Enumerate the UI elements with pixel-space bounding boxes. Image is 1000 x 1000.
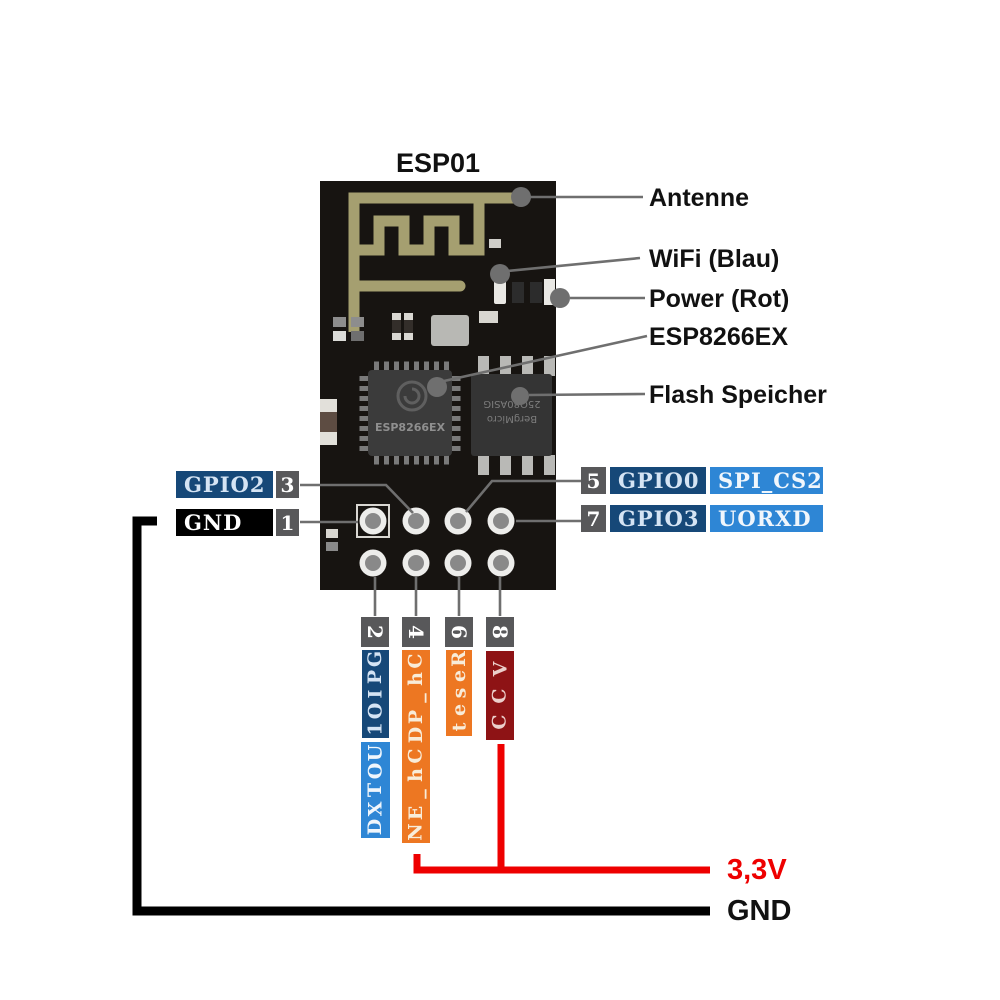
pin-number-4: 4 [402,617,430,647]
annotation-flash: Flash Speicher [649,381,827,409]
diagram-title: ESP01 [395,148,481,178]
pin-label-gpio0: GPIO0 [610,467,706,494]
leader-wifi [506,256,641,273]
pin-number-7: 7 [581,505,606,532]
esp8266-dot [427,377,447,397]
chip-marking: ESP8266EX [375,421,446,434]
leader-pin5 [465,479,581,513]
leader-dots [427,187,570,405]
annotation-esp8266: ESP8266EX [649,323,788,351]
pin-number-6-digit: 6 [446,625,471,639]
pin-label-gpio3: GPIO3 [610,505,706,532]
pin-number-1: 1 [276,509,299,536]
antenna-trace [348,192,520,332]
crystal [431,315,469,346]
flash-marking-1: BergMicro [487,413,537,424]
leader-esp8266 [443,334,648,383]
rail-label-gnd: GND [727,895,792,927]
pin-holes [356,504,515,577]
rail-label-3v3: 3,3V [727,854,787,886]
pin-number-5: 5 [581,467,606,494]
annotation-antenne: Antenne [649,184,749,212]
gnd-wire [132,516,710,916]
antenna-dot [511,187,531,207]
annotation-wifi-led: WiFi (Blau) [649,245,780,273]
pin-label-gnd: GND [176,509,273,536]
pin-number-8: 8 [486,617,514,647]
flash-marking-2: 25Q80ASIG [483,398,540,409]
pin-number-8-digit: 8 [487,625,512,639]
leader-lines [300,195,648,616]
wifi-led-dot [490,264,510,284]
smd-components [320,239,555,551]
pin-number-2: 2 [361,617,389,647]
pin-number-6: 6 [445,617,473,647]
leader-flash [528,392,646,397]
vcc-wire [413,854,710,874]
annotation-power-led: Power (Rot) [649,285,790,313]
pin-number-3: 3 [276,471,299,498]
espressif-logo [396,380,428,412]
pin-number-4-digit: 4 [403,625,428,639]
pin-alt-uorxd: UORXD [710,505,823,532]
pin-number-2-digit: 2 [362,625,387,639]
leader-pin3 [300,483,414,514]
pin-alt-spi-cs2: SPI_CS2 [710,467,823,494]
power-led-dot [550,288,570,308]
pin-label-gpio2: GPIO2 [176,471,273,498]
power-led [544,279,555,305]
wifi-led [494,280,506,304]
flash-dot [511,387,529,405]
